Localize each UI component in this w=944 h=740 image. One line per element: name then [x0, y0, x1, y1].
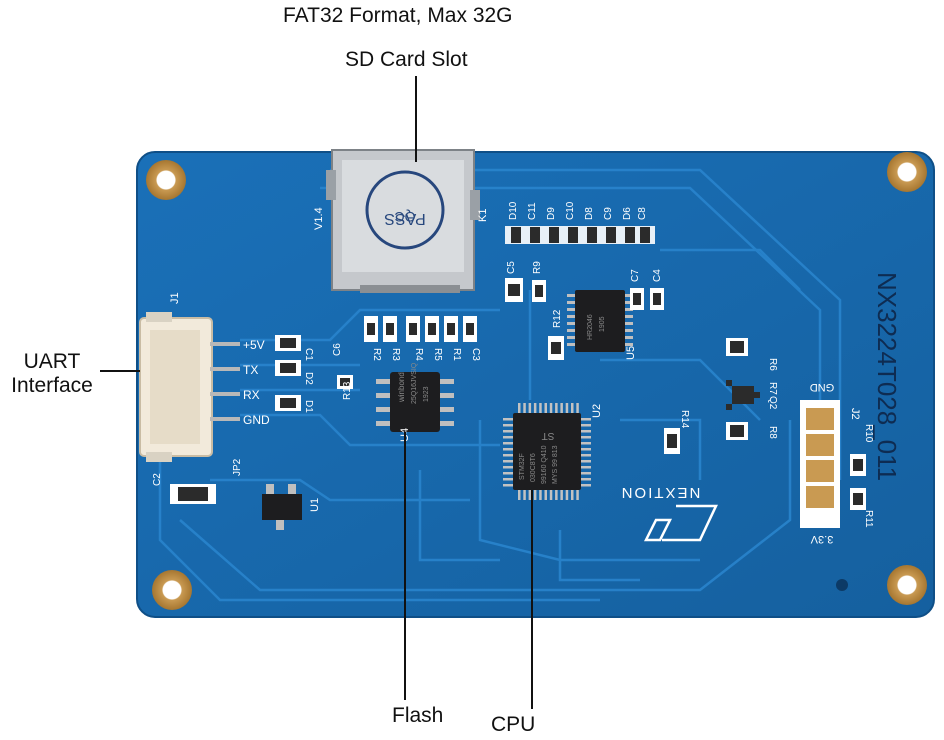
j2-label: J2: [849, 408, 861, 420]
d1-label: D1: [303, 400, 314, 413]
u2-label: U2: [591, 404, 603, 418]
cap-row: [505, 226, 655, 244]
svg-text:HR2046: HR2046: [587, 314, 594, 340]
svg-text:1923: 1923: [423, 386, 430, 402]
cpu-chip: ST STM32F 030C8T6 99160 Q410 MYS 99 813: [503, 403, 591, 500]
svg-text:C2: C2: [152, 473, 163, 486]
cap-row-label: C8: [637, 207, 648, 220]
cpu-label: CPU: [491, 713, 536, 736]
model-label: NX3224T028_011: [872, 272, 902, 481]
j2-gnd-label: GND: [810, 381, 835, 393]
cap-row-label: C11: [527, 202, 538, 220]
brand-label: NEXTION: [620, 484, 701, 501]
resistor-label: C3: [470, 348, 481, 361]
svg-text:030C8T6: 030C8T6: [530, 453, 537, 482]
svg-text:R7: R7: [767, 382, 778, 395]
svg-text:winbond: winbond: [397, 372, 406, 403]
svg-text:R11: R11: [863, 510, 874, 528]
cap-row-label: D8: [584, 207, 595, 220]
callout-lines: [100, 76, 533, 709]
cap-row-label: C9: [603, 207, 614, 220]
svg-text:ST: ST: [542, 430, 555, 441]
svg-text:QC: QC: [395, 209, 416, 225]
mount-hole-icon: [146, 160, 186, 200]
mount-hole-icon: [887, 565, 927, 605]
j1-label: J1: [169, 292, 181, 304]
sd-card-slot-label: SD Card Slot: [345, 48, 468, 71]
u1-chip: [262, 484, 302, 530]
mount-hole-icon: [887, 152, 927, 192]
c1-label: C1: [303, 348, 314, 361]
pin-label-tx: TX: [243, 363, 258, 377]
svg-text:R9: R9: [532, 261, 543, 274]
svg-text:R13: R13: [342, 381, 353, 400]
pin-label-gnd: GND: [243, 413, 270, 427]
svg-text:MYS 99 813: MYS 99 813: [552, 445, 559, 484]
nextion-logo-icon: [643, 504, 718, 542]
resistor-label: R2: [371, 348, 382, 361]
cap-row-label: D6: [622, 207, 633, 220]
u1-label: U1: [309, 498, 321, 512]
uart-interface-label: UART Interface: [11, 350, 93, 397]
cap-row-label: C10: [565, 201, 576, 220]
svg-text:C4: C4: [652, 269, 663, 282]
svg-text:1905: 1905: [599, 316, 606, 332]
svg-text:R6: R6: [767, 358, 778, 371]
jp2-label: JP2: [232, 458, 243, 476]
svg-text:99160 Q410: 99160 Q410: [541, 445, 548, 484]
q2-label: Q2: [767, 396, 778, 410]
sd-id-label: K1: [477, 209, 489, 222]
flash-chip: winbond 25Q16JVSIQ 1923: [376, 362, 454, 432]
svg-text:STM32F: STM32F: [519, 453, 526, 480]
resistor-label: R1: [451, 348, 462, 361]
resistor-label: R5: [432, 348, 443, 361]
pin-label-rx: RX: [243, 388, 260, 402]
svg-text:R10: R10: [863, 424, 874, 443]
j2-33v-label: 3.3V: [810, 533, 833, 545]
sd-version-label: V1.4: [313, 207, 325, 230]
svg-text:C7: C7: [630, 269, 641, 282]
j2-header: [800, 400, 840, 528]
d2-label: D2: [303, 372, 314, 385]
resistor-label: R3: [390, 348, 401, 361]
mount-hole-icon: [152, 570, 192, 610]
pcb-traces: [158, 168, 842, 602]
svg-text:25Q16JVSIQ: 25Q16JVSIQ: [411, 362, 418, 404]
uart-connector: [139, 312, 240, 462]
sd-card-slot: PASS QC: [326, 149, 480, 293]
svg-text:R14: R14: [679, 410, 690, 429]
svg-text:R8: R8: [767, 426, 778, 439]
pin-label-5v: +5V: [243, 338, 265, 352]
cap-row-label: D9: [546, 207, 557, 220]
cap-row-label: D10: [508, 201, 519, 220]
sd-qc-stamp: PASS: [384, 210, 426, 227]
svg-text:C5: C5: [506, 261, 517, 274]
u5-chip: HR2046 1905: [567, 290, 633, 352]
u5-label: U5: [625, 346, 637, 360]
resistor-label: R4: [413, 348, 424, 361]
svg-text:C6: C6: [332, 343, 343, 356]
fat32-format-label: FAT32 Format, Max 32G: [283, 4, 513, 27]
svg-text:R12: R12: [552, 309, 563, 328]
flash-label: Flash: [392, 704, 444, 727]
